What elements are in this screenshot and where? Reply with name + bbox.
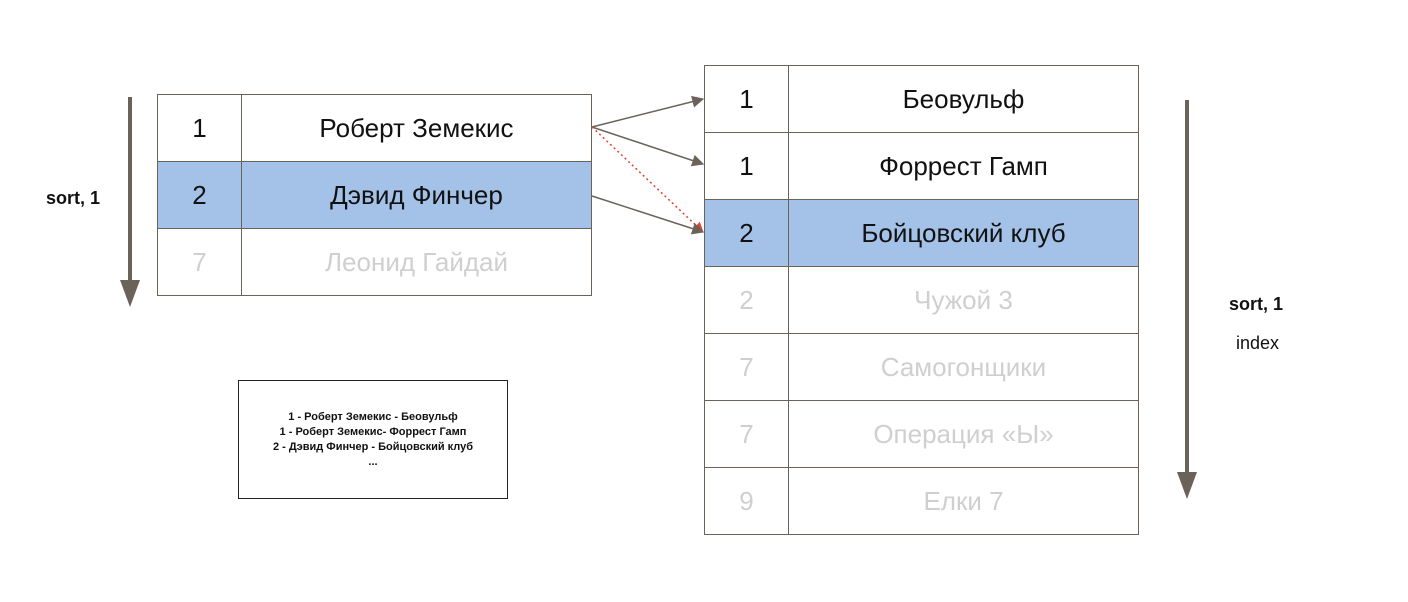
connector-arrow-dotted <box>591 126 704 233</box>
result-box: 1 - Роберт Земекис - Беовульф 1 - Роберт… <box>238 380 508 499</box>
right-row-value: Чужой 3 <box>788 266 1139 334</box>
right-row-1: 1 Беовульф <box>704 65 1139 133</box>
connector-arrow <box>591 95 705 128</box>
right-row-2: 1 Форрест Гамп <box>704 132 1139 200</box>
right-row-value: Форрест Гамп <box>788 132 1139 200</box>
left-row-1: 1 Роберт Земекис <box>157 94 592 162</box>
right-sort-arrow <box>1177 100 1197 499</box>
left-row-value: Леонид Гайдай <box>241 228 592 296</box>
left-row-3: 7 Леонид Гайдай <box>157 228 592 296</box>
left-row-value: Роберт Земекис <box>241 94 592 162</box>
left-row-key: 2 <box>157 161 242 229</box>
right-row-value: Беовульф <box>788 65 1139 133</box>
result-line: 2 - Дэвид Финчер - Бойцовский клуб <box>272 440 474 453</box>
result-line: 1 - Роберт Земекис- Форрест Гамп <box>279 425 467 438</box>
right-table: 1 Беовульф 1 Форрест Гамп 2 Бойцовский к… <box>704 65 1139 535</box>
right-row-value: Елки 7 <box>788 467 1139 535</box>
right-row-key: 9 <box>704 467 789 535</box>
left-sort-arrow <box>120 97 140 307</box>
right-row-key: 1 <box>704 65 789 133</box>
right-row-5: 7 Самогонщики <box>704 333 1139 401</box>
left-sort-label: sort, 1 <box>46 188 101 208</box>
right-row-key: 7 <box>704 400 789 468</box>
connector-arrow <box>591 195 705 235</box>
right-row-key: 2 <box>704 266 789 334</box>
result-line: ... <box>368 455 378 468</box>
right-row-key: 7 <box>704 333 789 401</box>
right-row-3: 2 Бойцовский клуб <box>704 199 1139 267</box>
right-row-4: 2 Чужой 3 <box>704 266 1139 334</box>
right-row-key: 1 <box>704 132 789 200</box>
right-row-6: 7 Операция «Ы» <box>704 400 1139 468</box>
left-row-2: 2 Дэвид Финчер <box>157 161 592 229</box>
right-row-value: Операция «Ы» <box>788 400 1139 468</box>
left-row-value: Дэвид Финчер <box>241 161 592 229</box>
right-row-key: 2 <box>704 199 789 267</box>
connector-arrow <box>591 126 705 167</box>
left-table: 1 Роберт Земекис 2 Дэвид Финчер 7 Леонид… <box>157 94 592 296</box>
left-row-key: 7 <box>157 228 242 296</box>
right-index-label: index <box>1236 333 1280 353</box>
result-line: 1 - Роберт Земекис - Беовульф <box>288 410 458 423</box>
right-sort-label: sort, 1 <box>1229 294 1284 314</box>
right-row-7: 9 Елки 7 <box>704 467 1139 535</box>
right-row-value: Самогонщики <box>788 333 1139 401</box>
right-row-value: Бойцовский клуб <box>788 199 1139 267</box>
left-row-key: 1 <box>157 94 242 162</box>
